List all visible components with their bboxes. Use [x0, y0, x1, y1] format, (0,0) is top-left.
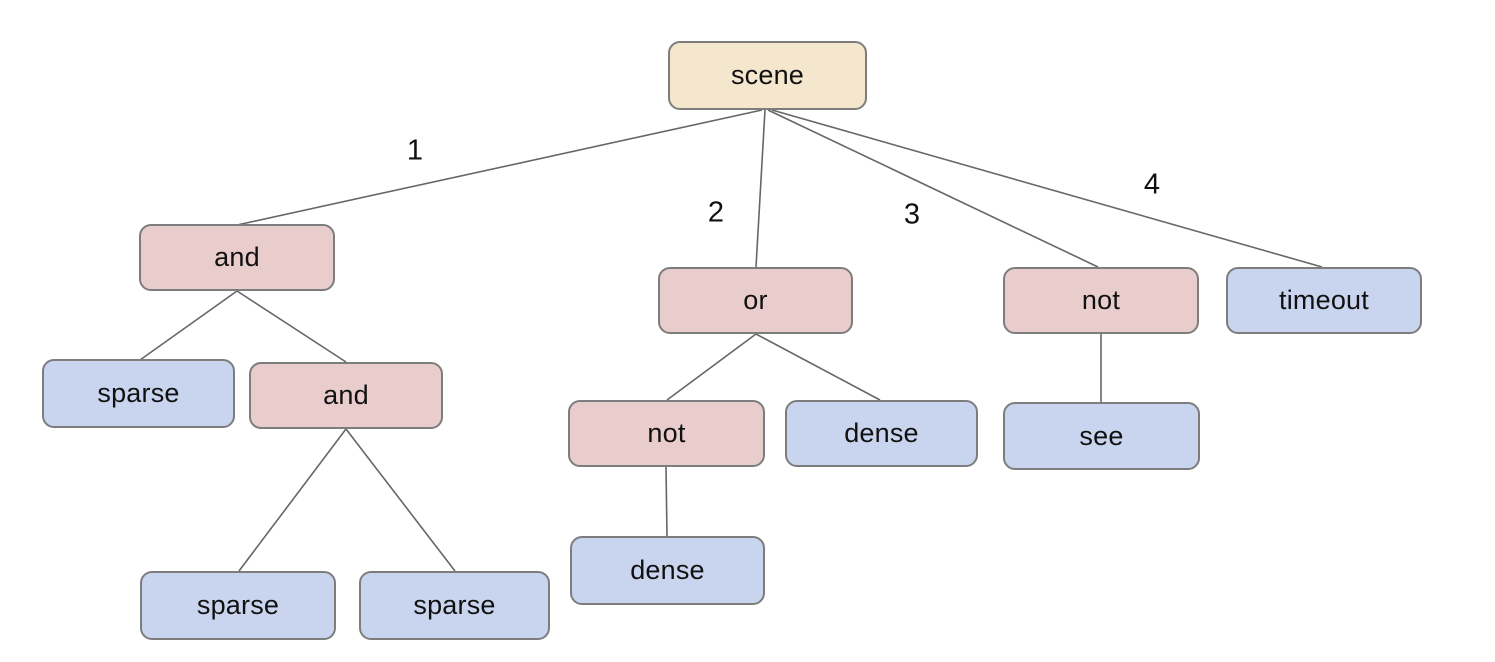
edge-scene-not	[767, 109, 1099, 268]
node-and-inner: and	[249, 362, 443, 429]
node-see: see	[1003, 402, 1200, 470]
node-timeout: timeout	[1226, 267, 1422, 334]
node-not-middle: not	[568, 400, 765, 467]
edge-or-dense	[755, 333, 881, 401]
node-not-right: not	[1003, 267, 1199, 334]
edge-label-3: 3	[903, 198, 921, 231]
node-sparse-inner-2: sparse	[359, 571, 550, 640]
node-dense-bottom: dense	[570, 536, 765, 605]
edge-label-1: 1	[406, 134, 424, 167]
edge-scene-or	[755, 109, 766, 268]
node-dense-right: dense	[785, 400, 978, 467]
edge-not-dense	[665, 466, 668, 538]
edge-label-2: 2	[707, 196, 725, 229]
node-and-outer: and	[139, 224, 335, 291]
node-sparse-inner-1: sparse	[140, 571, 336, 640]
edge-scene-and	[236, 109, 763, 226]
edge-and2-sparse1	[238, 428, 347, 572]
edge-or-not	[666, 333, 757, 401]
edge-scene-timeout	[771, 109, 1323, 268]
edge-and-sparse	[139, 290, 238, 361]
edge-and2-sparse2	[345, 428, 456, 572]
edge-label-4: 4	[1143, 168, 1161, 201]
edge-and-and	[236, 290, 347, 363]
node-sparse-left: sparse	[42, 359, 235, 428]
node-or: or	[658, 267, 853, 334]
node-scene: scene	[668, 41, 867, 110]
